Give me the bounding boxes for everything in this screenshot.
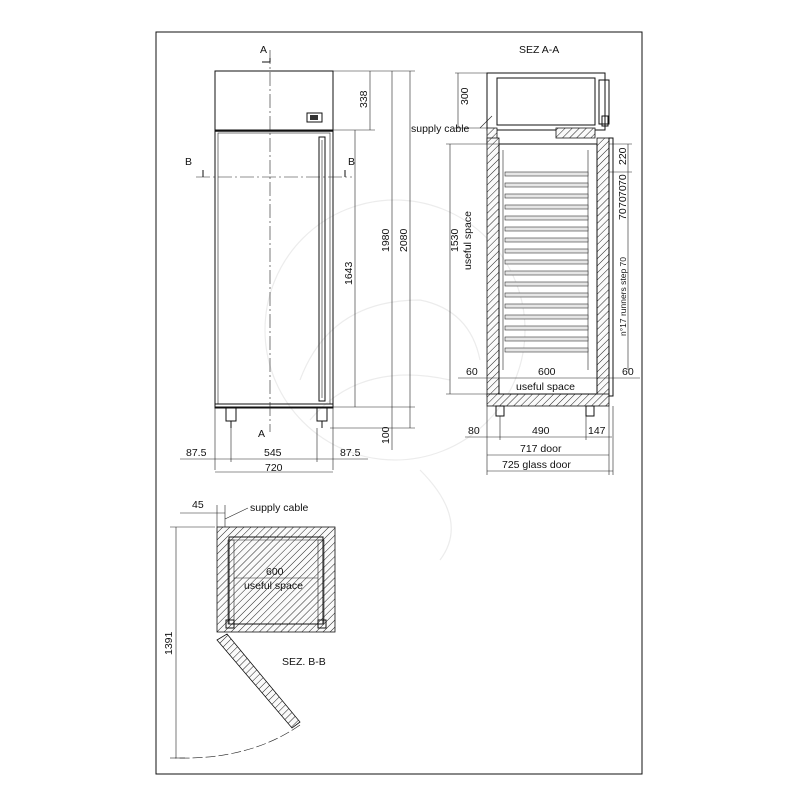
section-aa: SEZ A-A (411, 44, 640, 475)
useful-space-bb: useful space (244, 580, 303, 592)
dim-depth: 490 (532, 425, 550, 437)
dim-height-top: 338 (358, 90, 370, 108)
section-a-label-top: A (260, 44, 267, 56)
dim-left-gap: 60 (466, 366, 478, 378)
door (217, 132, 331, 405)
runner-step-4: 70 (617, 208, 629, 220)
section-bb: 45 supply cable 600 useful space 1391 SE… (163, 499, 336, 759)
front-view: A A B B 338 1643 1980 2080 100 87.5 545 … (180, 44, 415, 474)
dim-top-unit: 300 (459, 87, 471, 105)
foot-left (225, 407, 237, 422)
dim-side-left: 87.5 (186, 447, 207, 459)
dim-useful-height: 1530 (449, 228, 461, 252)
dim-side-right: 87.5 (340, 447, 361, 459)
section-a-label-bottom: A (258, 428, 265, 440)
useful-space-horizontal: useful space (516, 381, 575, 393)
dim-door: 717 door (520, 443, 562, 455)
open-door (216, 633, 301, 729)
runner-shelves (504, 171, 589, 353)
dim-bb-inner-width: 600 (266, 566, 284, 578)
dim-front: 80 (468, 425, 480, 437)
runner-step-2: 70 (617, 185, 629, 197)
door-handle (318, 136, 326, 402)
dim-total-width: 720 (265, 462, 283, 474)
top-unit (214, 70, 334, 131)
section-b-label-left: B (185, 156, 192, 168)
section-aa-title: SEZ A-A (519, 44, 559, 56)
dim-door-swing: 1391 (163, 631, 175, 655)
supply-cable-label: supply cable (411, 123, 470, 135)
runner-step-dims: 70 70 70 70 (617, 174, 629, 220)
dim-back: 147 (588, 425, 606, 437)
control-panel (306, 112, 323, 123)
cabinet-body (214, 129, 334, 408)
runners-note: n°17 runners step 70 (618, 257, 628, 336)
useful-space-vertical: useful space (462, 211, 474, 270)
dim-cable-offset: 45 (192, 499, 204, 511)
runner-step-3: 70 (617, 196, 629, 208)
dim-first-runner: 220 (617, 147, 629, 165)
section-bb-title: SEZ. B-B (282, 656, 326, 668)
dim-height-total: 2080 (398, 228, 410, 252)
supply-cable-label-bb: supply cable (250, 502, 309, 514)
dim-right-gap: 60 (622, 366, 634, 378)
runner-step-1: 70 (617, 174, 629, 186)
dim-height-body: 1980 (380, 228, 392, 252)
drawing-frame (155, 31, 643, 775)
dim-aa-inner-width: 600 (538, 366, 556, 378)
dim-height-door: 1643 (343, 261, 355, 285)
dim-inner-width: 545 (264, 447, 282, 459)
dim-feet: 100 (380, 426, 392, 444)
dim-glass-door: 725 glass door (502, 459, 571, 471)
section-b-label-right: B (348, 156, 355, 168)
